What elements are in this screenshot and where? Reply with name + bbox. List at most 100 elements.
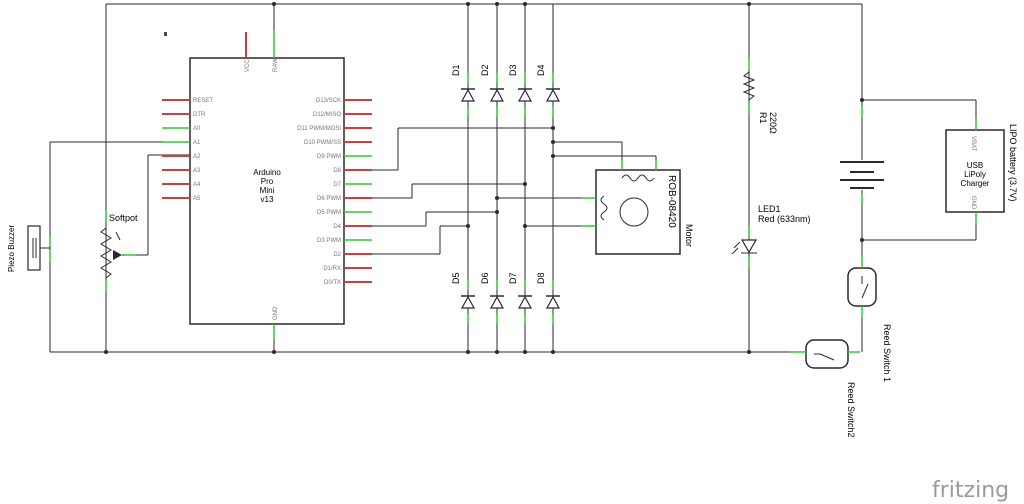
diode-label-d3: D3	[508, 64, 518, 76]
arduino-right-pin: D4	[333, 224, 372, 230]
diode-label-d2: D2	[480, 64, 490, 76]
fritzing-logo: fritzing	[932, 478, 1009, 503]
arduino-right-pin: D7	[333, 182, 372, 188]
arduino-right-pin-label: D0/TX	[324, 280, 341, 286]
arduino-right-pin: D12/MISO	[313, 112, 372, 118]
arduino-left-pin: A2	[162, 154, 201, 160]
arduino-left-pin: DTR	[162, 112, 206, 118]
arduino-right-pin-label: D7	[333, 182, 341, 188]
diode-symbol	[517, 73, 533, 117]
arduino-right-pin-label: D1/RX	[323, 266, 341, 272]
lipo-battery	[840, 106, 884, 204]
reed-switch-2: Reed Switch2	[790, 339, 860, 438]
charger-line-2: LiPoly	[964, 170, 986, 179]
arduino-right-pin-label: D12/MISO	[313, 112, 341, 118]
arduino-right-pin: D10 PWM/SS	[304, 140, 372, 146]
usb-lipoly-charger: USB LiPoly Charger VBAT GND LIPO battery…	[945, 118, 1018, 224]
charger-pin-gnd: GND	[970, 196, 976, 210]
wires	[49, 3, 977, 353]
resistor-r1: R1 220Ω	[742, 58, 778, 134]
led1: LED1 Red (633nm)	[731, 204, 811, 268]
arduino-left-pin-label: A1	[193, 140, 201, 146]
arduino-right-pin-label: D5 PWM	[317, 210, 341, 216]
resistor-name: R1	[758, 112, 768, 124]
arduino-right-pin: D3 PWM	[317, 238, 372, 244]
arduino-left-pin: A5	[162, 196, 201, 202]
arduino-left-pin-label: A5	[193, 196, 201, 202]
reed-switch-1: Reed Switch 1	[847, 256, 892, 382]
arduino-left-pin: RESET	[162, 98, 213, 104]
motor-label: Motor	[684, 224, 694, 247]
motor-part-label: ROB-08420	[666, 175, 677, 228]
diode-label-d7: D7	[508, 272, 518, 284]
arduino-name-line-4: v13	[261, 195, 274, 204]
arduino-right-pin: D8	[333, 168, 372, 174]
reed2-label: Reed Switch2	[846, 382, 856, 438]
arduino-left-pin: A0	[162, 126, 201, 132]
arduino-right-pin: D9 PWM	[317, 154, 372, 160]
charger-line-3: Charger	[961, 179, 990, 188]
motor-rob-08420: ROB-08420 Motor	[582, 160, 694, 255]
arduino-right-pin-label: D10 PWM/SS	[304, 140, 341, 146]
resistor-value: 220Ω	[768, 112, 778, 134]
arduino-right-pin-label: D3 PWM	[317, 238, 341, 244]
arduino-right-pin: D5 PWM	[317, 210, 372, 216]
arduino-top-pin-vcc: VCC	[245, 59, 251, 72]
arduino-right-pin: D2	[333, 252, 372, 258]
arduino-right-pin: D13/SCK	[316, 98, 372, 104]
diode-symbol	[545, 73, 561, 117]
arduino-right-pin: D0/TX	[324, 280, 372, 286]
junction-dots	[104, 2, 864, 354]
arduino-right-pin-label: D8	[333, 168, 341, 174]
arduino-name-line-3: Mini	[260, 186, 275, 195]
softpot-label: Softpot	[109, 213, 138, 223]
arduino-right-pin: D11 PWM/MOSI	[297, 126, 372, 132]
diode-symbol	[545, 280, 561, 324]
arduino-left-pin: A1	[162, 140, 201, 146]
arduino-left-pin-label: A4	[193, 182, 201, 188]
diode-label-d6: D6	[480, 272, 490, 284]
arduino-bottom-pin-gnd: GND	[273, 306, 279, 320]
piezo-buzzer: Piezo Buzzer	[7, 225, 51, 272]
arduino-right-pin-label: D13/SCK	[316, 98, 341, 104]
diode-label-d4: D4	[536, 64, 546, 76]
led-desc: Red (633nm)	[758, 214, 811, 224]
led-name: LED1	[758, 204, 781, 214]
arduino-top-pin-raw: RAW	[273, 58, 279, 72]
arduino-right-pin-label: D2	[333, 252, 341, 258]
arduino-right-pin-label: D11 PWM/MOSI	[297, 126, 341, 132]
arduino-right-pin-label: D6 PWM	[317, 196, 341, 202]
charger-pin-vbat: VBAT	[970, 136, 976, 152]
small-marker	[164, 32, 167, 36]
diode-label-d1: D1	[451, 64, 461, 76]
arduino-left-pin: A3	[162, 168, 201, 174]
diode-label-d5: D5	[451, 272, 461, 284]
diodes: D1 D2 D3 D4 D5 D6 D7 D8	[451, 64, 561, 324]
svg-text:fritzing: fritzing	[932, 478, 1009, 503]
reed1-label: Reed Switch 1	[882, 324, 892, 382]
diode-symbol	[517, 280, 533, 324]
diode-label-d8: D8	[536, 272, 546, 284]
arduino-right-pin-label: D4	[333, 224, 341, 230]
charger-line-1: USB	[967, 161, 983, 170]
arduino-left-pin-label: A2	[193, 154, 201, 160]
arduino-left-pin: A4	[162, 182, 201, 188]
arduino-right-pin-label: D9 PWM	[317, 154, 341, 160]
arduino-name-line-1: Arduino	[253, 168, 281, 177]
diode-symbol	[489, 73, 505, 117]
arduino-name-line-2: Pro	[261, 177, 274, 186]
diode-symbol	[460, 73, 476, 117]
arduino-left-pin-label: RESET	[193, 98, 213, 104]
arduino-left-pin-label: A0	[193, 126, 201, 132]
arduino-left-pin-label: A3	[193, 168, 201, 174]
battery-label: LIPO battery (3.7V)	[1008, 124, 1018, 202]
diode-symbol	[489, 280, 505, 324]
arduino-right-pin: D1/RX	[323, 266, 372, 272]
diode-symbol	[460, 280, 476, 324]
arduino-right-pin: D6 PWM	[317, 196, 372, 202]
piezo-label: Piezo Buzzer	[7, 225, 16, 272]
arduino-left-pin-label: DTR	[193, 112, 206, 118]
softpot: Softpot	[100, 210, 138, 292]
